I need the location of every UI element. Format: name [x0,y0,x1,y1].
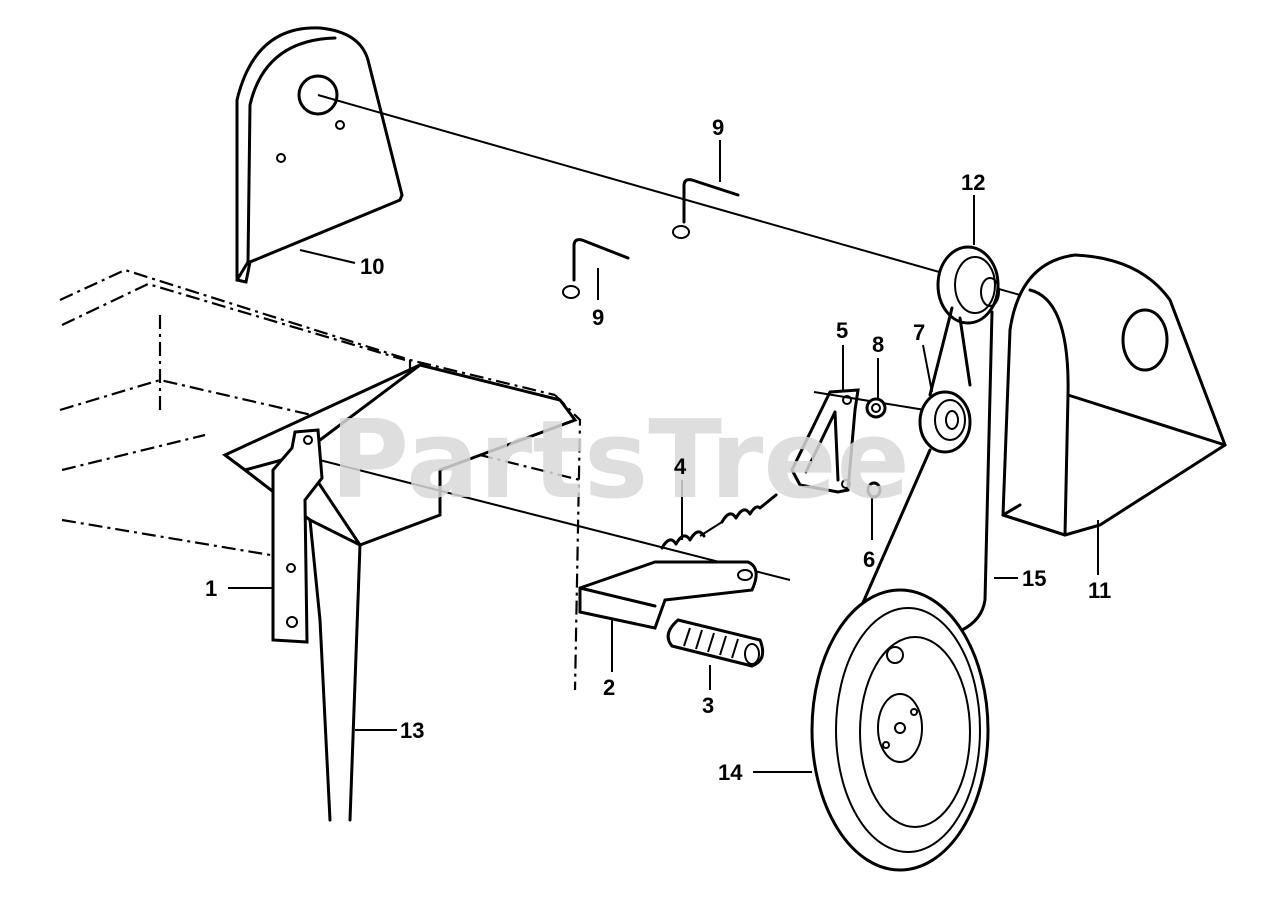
callout-labels: 1 2 3 4 5 6 7 8 9 9 10 11 12 13 14 15 [205,115,1111,785]
part-9-pin-upper [672,178,740,239]
part-9-pin-lower [562,238,630,299]
part-5-link [790,388,926,494]
callout-8: 8 [872,332,884,357]
callout-2: 2 [603,675,615,700]
part-12-drive-pulley [936,245,1000,325]
part-4-spring [660,493,778,550]
callout-5: 5 [836,318,848,343]
callout-7: 7 [913,320,925,345]
callout-13: 13 [400,718,424,743]
callout-11: 11 [1088,578,1111,603]
callout-14: 14 [718,760,743,785]
callout-9-lower: 9 [592,305,604,330]
part-10-bracket [235,26,404,284]
part-11-housing [1001,253,1227,537]
callout-4: 4 [674,454,687,479]
part-2-lever-arm [578,560,758,630]
part-1-lever-bar [271,428,324,644]
part-14-wheel [810,588,990,872]
callout-15: 15 [1022,566,1046,591]
callout-3: 3 [702,693,714,718]
leader-lines [228,140,1099,773]
part-8-bushing [865,397,887,419]
shaft-axis-line [317,94,1021,296]
callout-6: 6 [863,547,875,572]
watermark: PartsTree [330,398,910,523]
callout-12: 12 [961,170,985,195]
callout-9-upper: 9 [712,115,724,140]
part-3-hand-grip [666,618,765,668]
part-7-idler-pulley [918,390,972,454]
callout-10: 10 [360,254,384,279]
part-6-washer [866,481,882,499]
callout-1: 1 [205,576,217,601]
part-13-frame [59,268,791,822]
